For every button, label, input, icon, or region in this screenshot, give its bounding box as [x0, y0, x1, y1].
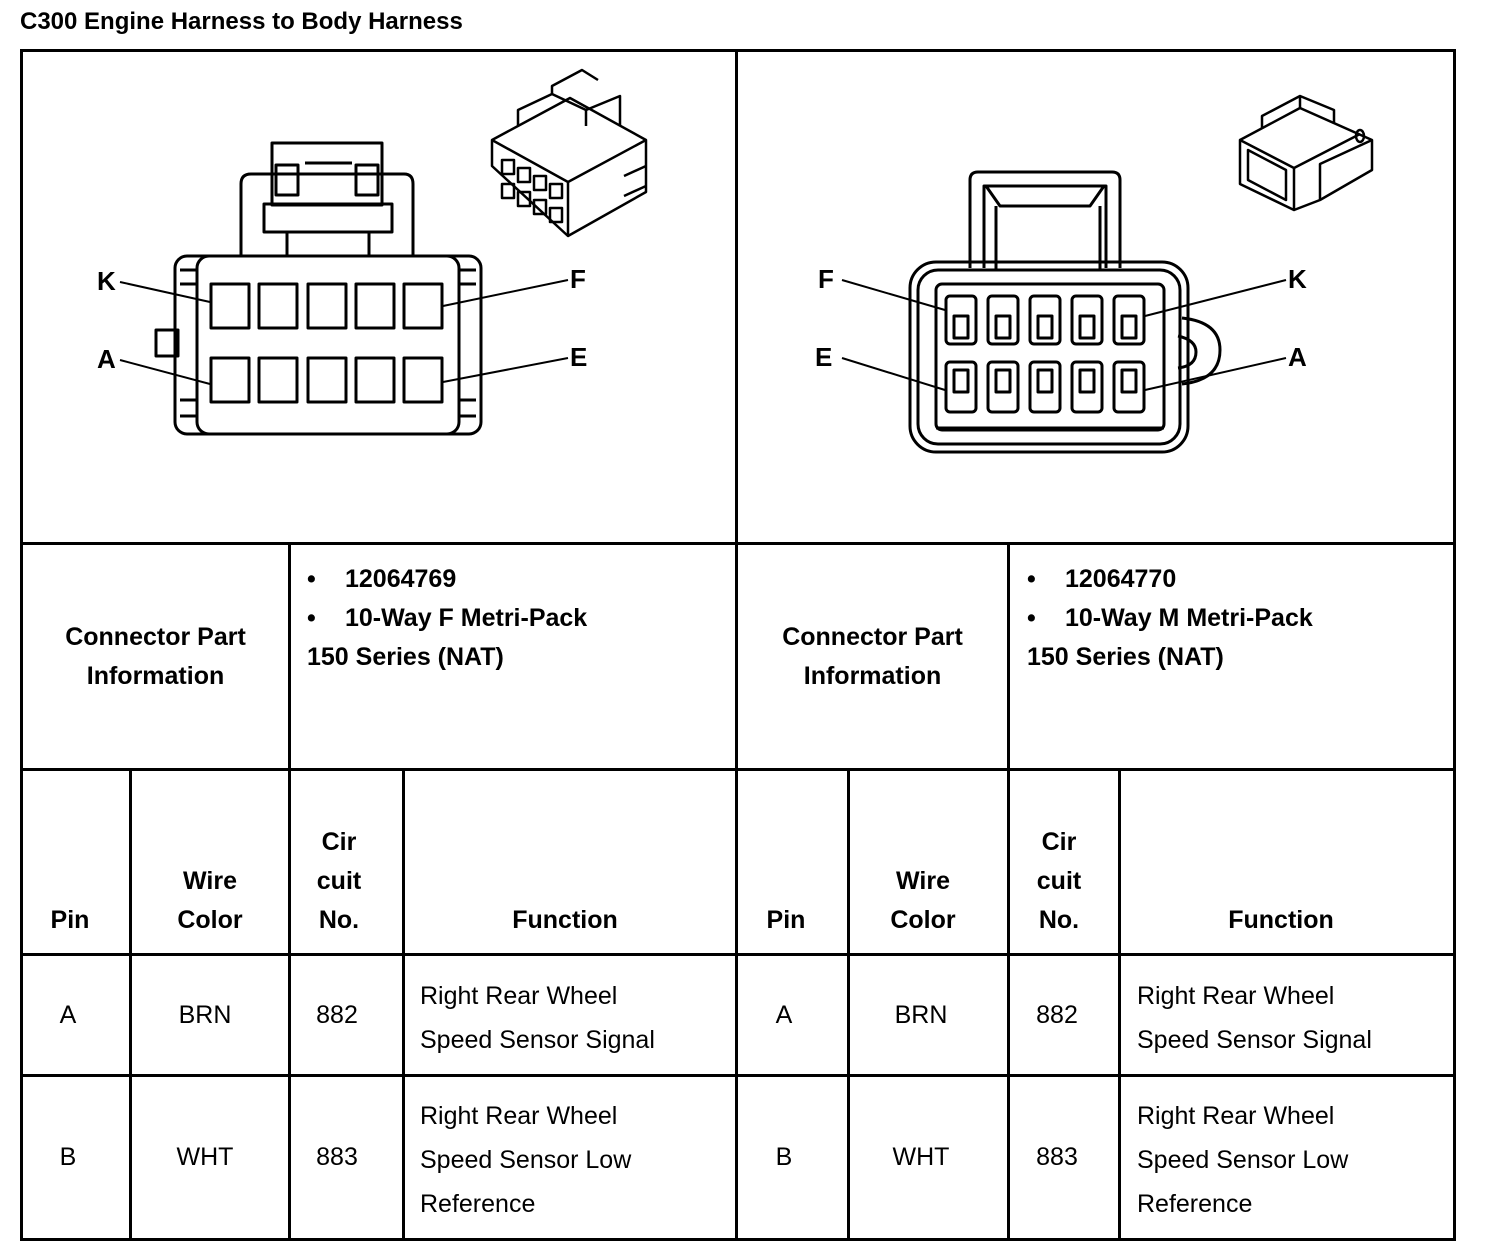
column-divider	[735, 49, 738, 1241]
pin-label-k: K	[1288, 264, 1307, 294]
cell-function: Right Rear Wheel Speed Sensor Low Refere…	[420, 1102, 632, 1218]
cell-circuit: 882	[1036, 1001, 1078, 1029]
pin-label-k: K	[97, 266, 116, 296]
part-series: 150 Series (NAT)	[1027, 643, 1224, 671]
cell-circuit: 883	[1036, 1143, 1078, 1171]
header-function: Function	[512, 906, 618, 934]
column-divider	[129, 768, 132, 1241]
part-number: 12064770	[1065, 565, 1177, 593]
pin-label-a: A	[97, 344, 116, 374]
part-description: 10-Way F Metri-Pack	[345, 604, 588, 632]
column-divider	[402, 768, 405, 1241]
header-pin: Pin	[50, 906, 90, 934]
cell-function: Right Rear Wheel Speed Sensor Signal	[420, 982, 655, 1054]
cell-pin: A	[775, 1001, 793, 1029]
connector-table	[20, 49, 1456, 1241]
pin-label-e: E	[815, 342, 833, 372]
pin-label-f: F	[570, 264, 586, 294]
part-series: 150 Series (NAT)	[307, 643, 504, 671]
header-circuit: Cir cuit No.	[316, 828, 362, 934]
header-wire-color: Wire Color	[177, 867, 243, 934]
part-number: 12064769	[345, 565, 457, 593]
page-title: C300 Engine Harness to Body Harness	[20, 8, 463, 35]
column-divider	[288, 542, 291, 1241]
cell-wire-color: WHT	[892, 1143, 950, 1171]
cell-function: Right Rear Wheel Speed Sensor Signal	[1137, 982, 1372, 1054]
header-function: Function	[1228, 906, 1334, 934]
header-wire-color: Wire Color	[890, 867, 956, 934]
column-divider	[1118, 768, 1121, 1241]
cell-pin: B	[775, 1143, 793, 1171]
pin-label-e: E	[570, 342, 588, 372]
row-divider	[20, 1074, 1456, 1077]
header-pin: Pin	[766, 906, 806, 934]
column-divider	[1007, 542, 1010, 1241]
cell-wire-color: WHT	[176, 1143, 234, 1171]
row-divider	[20, 768, 1456, 771]
pin-label-f: F	[818, 264, 834, 294]
part-info-details: •12064769 •10-Way F Metri-Pack 150 Serie…	[307, 560, 727, 677]
cell-wire-color: BRN	[178, 1001, 232, 1029]
cell-pin: A	[59, 1001, 77, 1029]
pin-label-a: A	[1288, 342, 1307, 372]
row-divider	[20, 953, 1456, 956]
cell-function: Right Rear Wheel Speed Sensor Low Refere…	[1137, 1102, 1349, 1218]
cell-wire-color: BRN	[894, 1001, 948, 1029]
cell-circuit: 882	[316, 1001, 358, 1029]
part-description: 10-Way M Metri-Pack	[1065, 604, 1313, 632]
column-divider	[847, 768, 850, 1241]
cell-pin: B	[59, 1143, 77, 1171]
cell-circuit: 883	[316, 1143, 358, 1171]
part-info-details: •12064770 •10-Way M Metri-Pack 150 Serie…	[1027, 560, 1447, 677]
row-divider	[20, 542, 1456, 545]
header-circuit: Cir cuit No.	[1036, 828, 1082, 934]
part-info-label: Connector Part Information	[782, 623, 963, 690]
part-info-label: Connector Part Information	[65, 623, 246, 690]
